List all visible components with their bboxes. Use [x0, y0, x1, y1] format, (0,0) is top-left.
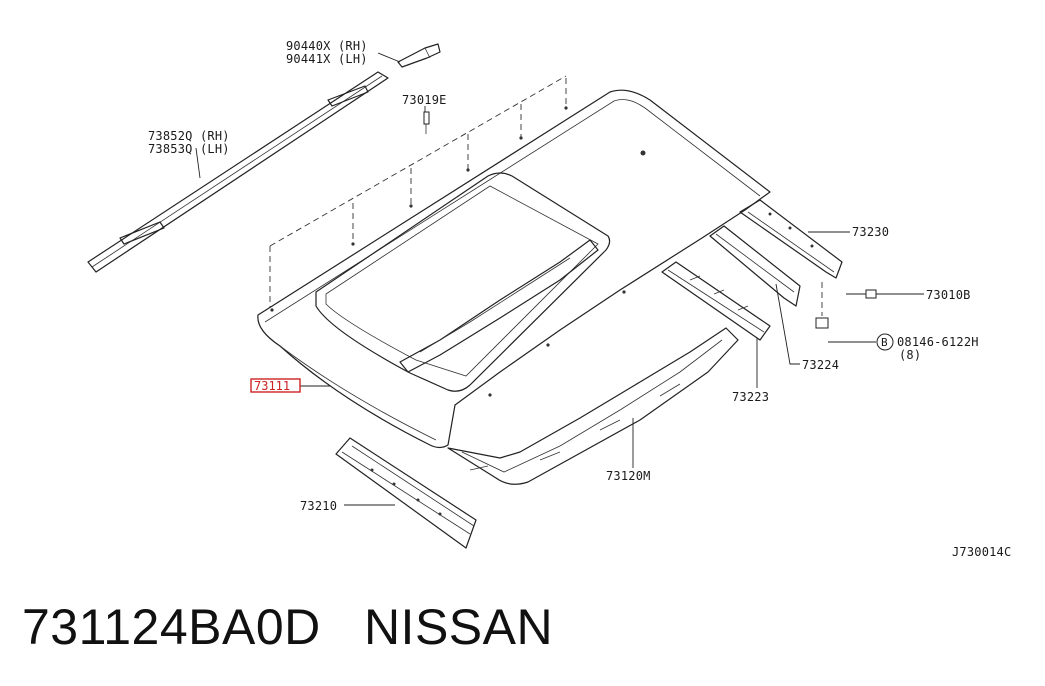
- clip-part: [423, 111, 430, 134]
- bow-1-part: [661, 261, 771, 341]
- bow-2-part: [709, 225, 801, 307]
- callout-b-letter: B: [881, 336, 888, 349]
- reinforcement-part: [399, 239, 739, 485]
- roof-panel-part: [257, 89, 771, 449]
- label-reinforcement: 73120M: [606, 469, 651, 483]
- highlight-box[interactable]: [250, 378, 301, 393]
- molding-part: [87, 71, 389, 273]
- label-bolt-b: 08146-6122H: [897, 335, 979, 349]
- footer-brand: NISSAN: [363, 599, 554, 655]
- label-molding-rh: 73852Q (RH): [148, 129, 230, 143]
- label-bow-2: 73223: [732, 390, 769, 404]
- callout-b-circle: [876, 333, 894, 351]
- label-bolt-b-qty: (8): [899, 348, 921, 362]
- label-clip: 73019E: [402, 93, 447, 107]
- label-bracket-lh: 90441X (LH): [286, 52, 368, 66]
- label-bolt: 73010B: [926, 288, 971, 302]
- rail-front-part: [335, 437, 477, 549]
- bracket-part: [397, 43, 441, 68]
- label-roof-panel[interactable]: 73111: [254, 379, 290, 393]
- label-bow-1: 73224: [802, 358, 839, 372]
- bolt-part: [865, 289, 877, 299]
- bolt-b-part: [815, 282, 829, 329]
- rail-rear-part: [739, 199, 843, 279]
- diagram-code: J730014C: [952, 545, 1011, 559]
- label-bracket-rh: 90440X (RH): [286, 39, 368, 53]
- footer-spacer: [321, 599, 364, 655]
- footer-caption: 731124BA0D NISSAN: [22, 598, 553, 656]
- footer-part-number: 731124BA0D: [22, 599, 321, 655]
- label-rail-front: 73210: [300, 499, 337, 513]
- label-molding-lh: 73853Q (LH): [148, 142, 230, 156]
- label-rail-rear: 73230: [852, 225, 889, 239]
